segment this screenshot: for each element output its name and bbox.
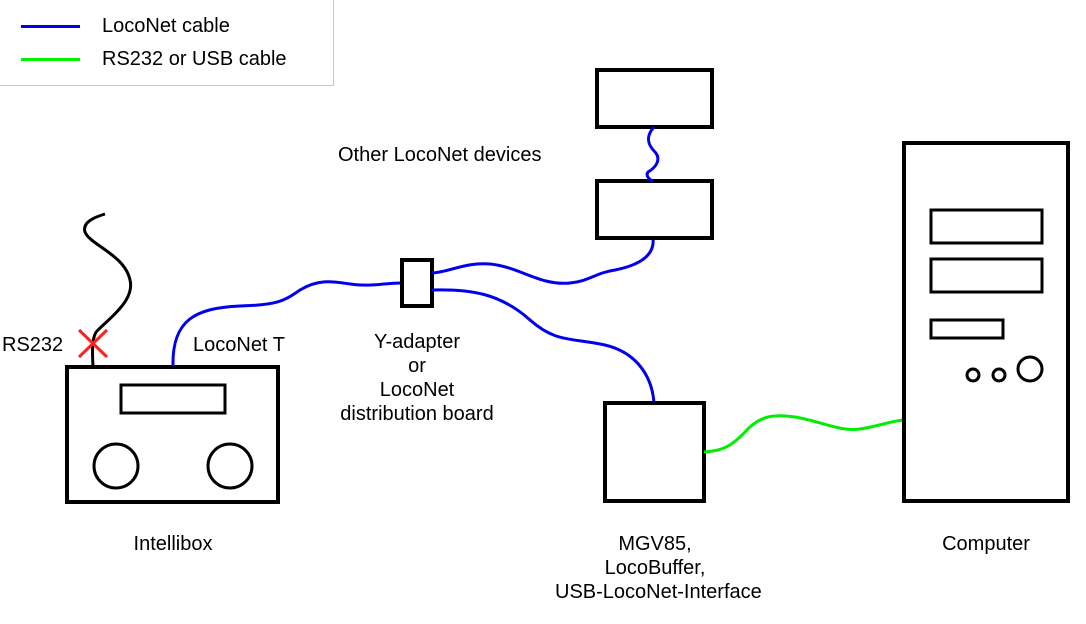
- loconet-cable-y-other: [431, 237, 655, 285]
- computer-device: [902, 141, 1070, 503]
- rs232-label: RS232: [2, 334, 64, 356]
- legend-label: LocoNet cable: [102, 15, 230, 37]
- interface-label-line: USB-LocoNet-Interface: [555, 581, 762, 603]
- interface-label-line: MGV85,: [618, 533, 692, 555]
- y-adapter-label-line: or: [408, 355, 426, 377]
- interface-label-line: LocoBuffer,: [604, 557, 706, 579]
- interface-device: [603, 401, 706, 503]
- y-adapter-label-line: LocoNet: [379, 379, 455, 401]
- interface-label: MGV85, LocoBuffer, USB-LocoNet-Interface: [555, 532, 762, 604]
- drive-bay-2: [929, 257, 1044, 294]
- loconet-cable-intellibox-y: [171, 280, 402, 367]
- loconet-cable-device-link: [645, 125, 660, 183]
- other-loconet-device-2: [595, 179, 714, 240]
- drive-bay-1: [929, 208, 1044, 245]
- legend: LocoNet cable RS232 or USB cable: [0, 0, 334, 86]
- legend-label: RS232 or USB cable: [102, 48, 287, 70]
- y-adapter-label-line: Y-adapter: [374, 331, 460, 353]
- indicator-led-1: [965, 367, 981, 383]
- intellibox-knob-right: [206, 442, 254, 490]
- loconet-cable-y-interface: [431, 288, 656, 404]
- intellibox-knob-left: [92, 442, 140, 490]
- intellibox-display: [119, 383, 227, 415]
- usb-rs232-cable: [703, 414, 905, 454]
- loconet-swatch-icon: [21, 25, 80, 28]
- y-adapter: [400, 258, 434, 308]
- y-adapter-label: Y-adapter or LocoNet distribution board: [322, 330, 512, 426]
- y-adapter-label-line: distribution board: [340, 403, 494, 425]
- intellibox-device: [65, 365, 280, 504]
- usb-swatch-icon: [21, 58, 80, 61]
- other-loconet-device-1: [595, 68, 714, 129]
- intellibox-label: Intellibox: [133, 533, 213, 555]
- computer-label: Computer: [942, 533, 1030, 555]
- indicator-led-2: [991, 367, 1007, 383]
- disconnected-x-icon: [77, 328, 109, 359]
- loconet-t-label: LocoNet T: [193, 334, 285, 356]
- floppy-slot: [929, 318, 1005, 340]
- rs232-unused-cable: [83, 212, 133, 367]
- power-button: [1016, 355, 1044, 383]
- other-devices-label: Other LocoNet devices: [338, 144, 542, 166]
